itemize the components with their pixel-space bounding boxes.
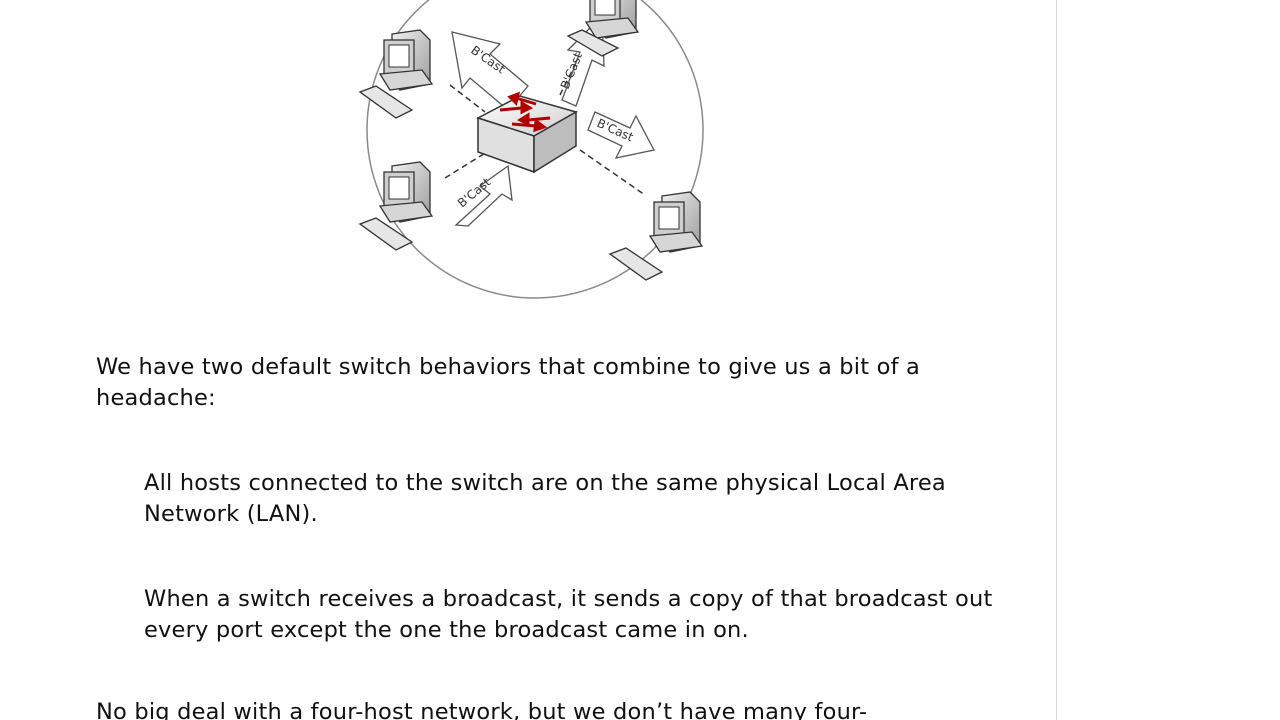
diagram-svg: B'Cast B'Cast B'Cast B'Cast [358, 0, 704, 299]
right-margin-panel [1056, 0, 1280, 720]
computer-icon [608, 191, 704, 281]
broadcast-arrow-right [587, 111, 655, 159]
document-page: B'Cast B'Cast B'Cast B'Cast [96, 0, 993, 720]
continuation-paragraph: No big deal with a four-host network, bu… [96, 699, 868, 720]
broadcast-arrow-up-left [451, 31, 529, 111]
behavior-one-paragraph: All hosts connected to the switch are on… [144, 470, 946, 527]
broadcast-domain-diagram: B'Cast B'Cast B'Cast B'Cast [340, 0, 730, 300]
behavior-two-paragraph: When a switch receives a broadcast, it s… [144, 586, 993, 643]
computer-icon [566, 0, 640, 57]
computer-icon [358, 29, 434, 119]
dashed-links [444, 44, 646, 196]
intro-paragraph: We have two default switch behaviors tha… [96, 354, 921, 411]
switch-icon [476, 91, 578, 174]
computer-icon [358, 161, 434, 251]
broadcast-domain-circle [366, 0, 704, 299]
broadcast-arrow-lower-left [454, 164, 513, 227]
